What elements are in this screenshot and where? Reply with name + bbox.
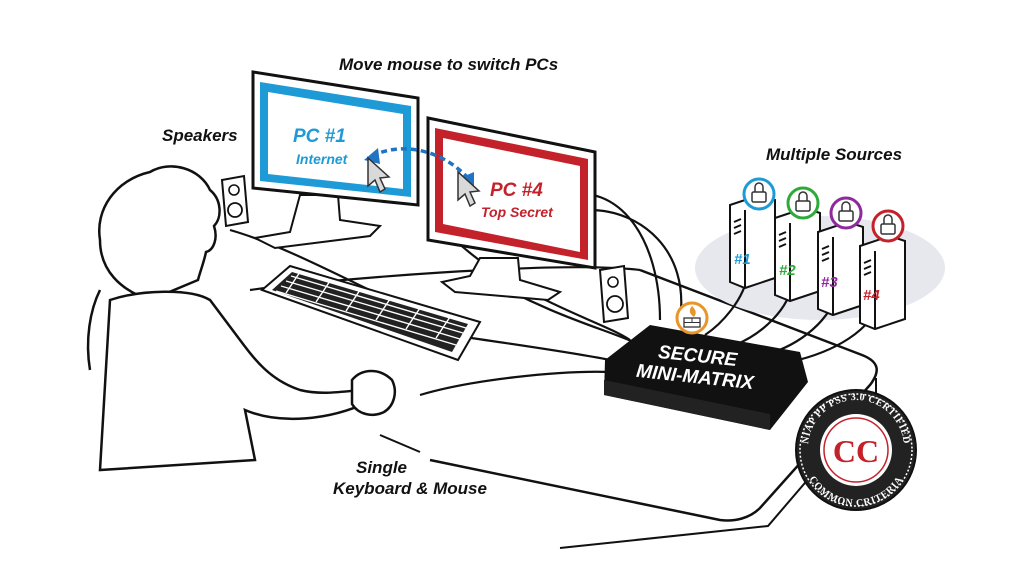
person: [86, 165, 396, 472]
source-towers: [729, 193, 906, 331]
label-multiple-sources: Multiple Sources: [766, 145, 903, 164]
source-label-1: #1: [734, 251, 751, 268]
label-speakers: Speakers: [162, 126, 238, 145]
tower-3: [817, 220, 864, 317]
source-label-3: #3: [821, 274, 838, 291]
label-move-mouse: Move mouse to switch PCs: [339, 55, 559, 74]
mouse-cursor-icon: [367, 156, 481, 208]
pc1-title: PC #1: [293, 126, 346, 147]
padlock-icon: [829, 196, 863, 230]
source-label-4: #4: [863, 287, 880, 304]
source-label-2: #2: [779, 262, 796, 279]
padlock-icon: [786, 186, 820, 220]
label-keyboard-mouse: Keyboard & Mouse: [333, 479, 487, 498]
pc4-title: PC #4: [490, 180, 543, 201]
badge-logo: CC: [833, 433, 879, 469]
padlock-icon: [742, 177, 776, 211]
label-single: Single: [356, 458, 408, 477]
tower-4: [859, 234, 906, 331]
pc4-subtitle: Top Secret: [481, 204, 553, 220]
pc1-subtitle: Internet: [296, 151, 348, 167]
speaker-left-icon: [220, 174, 250, 228]
common-criteria-badge: NIAP PP PSS 3.0 CERTIFIED COMMON CRITERI…: [795, 389, 917, 511]
firewall-icon: [675, 301, 709, 335]
speaker-right-icon: [598, 264, 630, 324]
keyboard: [260, 264, 482, 362]
monitor-pc4: [426, 116, 597, 302]
padlock-icon: [871, 209, 905, 243]
secure-mini-matrix-device: [604, 325, 808, 430]
tower-2: [774, 206, 821, 303]
